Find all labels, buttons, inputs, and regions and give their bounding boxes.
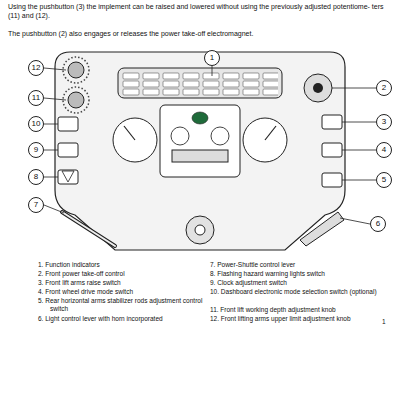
knob-scale [63,57,89,83]
callout-number: 5 [382,176,386,184]
instruction-text: Using the pushbutton (3) the implement c… [8,3,396,21]
key-item: 2. Front power take-off control [38,270,215,278]
steering-hub [195,225,205,235]
callout-number: 12 [32,64,41,72]
rocker-switch [58,170,78,184]
knob-scale [63,87,89,113]
adjustment-knob [68,62,84,78]
leader-line [212,66,213,76]
leader-line [342,180,376,181]
key-item: 10. Dashboard electronic mode selection … [210,288,400,296]
dial [211,127,229,145]
callout-circle: 3 [376,114,392,130]
callout-number: 4 [382,146,386,154]
shuttle-lever [62,212,115,246]
instrument-cluster [160,105,240,177]
light-lever [300,212,344,246]
pto-pushbutton [313,83,323,93]
pto-control [304,74,332,102]
callout-circle: 11 [28,90,44,106]
callout-circle: 9 [28,142,44,158]
callout-circle: 5 [376,172,392,188]
callout-number: 9 [34,146,38,154]
hazard-symbol [62,171,74,182]
callout-number: 3 [382,118,386,126]
leader-line [44,68,66,70]
callout-number: 1 [210,54,214,62]
rocker-switch [322,173,342,187]
shuttle-lever [62,212,115,246]
dial [171,127,189,145]
callout-circle: 7 [28,197,44,213]
key-item: 7. Power-Shuttle control lever [210,261,400,269]
rocker-switch [58,117,78,131]
leader-line [44,124,58,125]
callout-number: 11 [32,94,40,102]
indicator-strip [118,68,282,98]
leader-line [44,205,64,213]
leader-line [44,150,58,151]
key-item: 3. Front lift arms raise switch [38,279,215,287]
callout-circle: 8 [28,169,44,185]
key-item: 9. Clock adjustment switch [210,279,400,287]
key-item: 12. Front lifting arms upper limit adjus… [210,315,400,323]
rocker-switch [58,143,78,157]
callout-number: 10 [32,120,41,128]
callout-circle: 12 [28,60,44,76]
callout-circle: 6 [370,216,386,232]
adjustment-knob [68,92,84,108]
callout-circle: 2 [376,80,392,96]
leader-line [342,122,376,123]
key-item: 6. Light control lever with horn incorpo… [38,315,215,323]
instruction-text: The pushbutton (2) also engages or relea… [8,30,396,39]
key-item: 5. Rear horizontal arms stabilizer rods … [38,297,215,313]
gauge [243,118,287,162]
indicator-lamps [122,72,278,96]
key-item: 1. Function indicators [38,261,215,269]
callout-number: 7 [34,201,38,209]
callout-number: 6 [376,220,380,228]
leader-line [332,88,376,89]
lcd-display [172,150,228,162]
key-item: 11. Front lift working depth adjustment … [210,306,400,314]
gauge-needle [124,126,135,140]
callout-circle: 1 [204,50,220,66]
brand-emblem [192,112,208,124]
callout-number: 8 [34,173,38,181]
leader-line [44,98,66,100]
rocker-switch [322,115,342,129]
key-item: 4. Front wheel drive mode switch [38,288,215,296]
leader-line [342,150,376,151]
dashboard-panel [55,52,345,250]
callout-circle: 4 [376,142,392,158]
key-item: 8. Flashing hazard warning lights switch [210,270,400,278]
leader-line [44,177,58,178]
callout-number: 2 [382,84,386,92]
figure-number: 1 [382,318,396,326]
gauge-needle [265,126,276,140]
rocker-switch [322,143,342,157]
callout-circle: 10 [28,116,44,132]
steering-column [186,216,214,244]
gauge [113,118,157,162]
leader-line [340,218,370,224]
